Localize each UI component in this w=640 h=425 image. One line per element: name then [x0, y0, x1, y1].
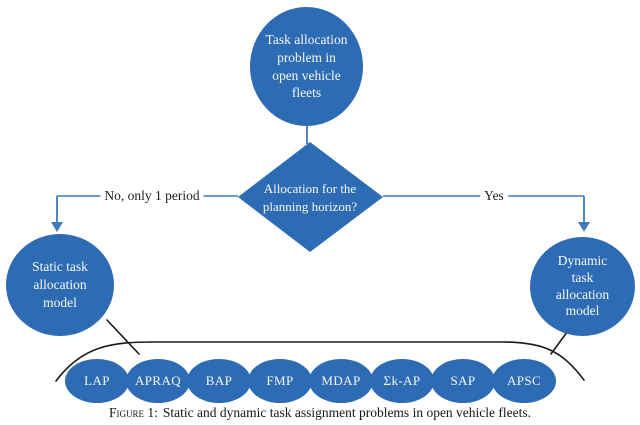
node-decision-line1: Allocation for the: [263, 181, 357, 196]
ellipse-bap: BAP: [187, 359, 251, 403]
node-root-line3: open vehicle: [272, 67, 341, 83]
edge-yes-arrowhead-icon: [578, 222, 590, 232]
ellipse-sap: SAP: [431, 359, 495, 403]
ellipse-apraq: APRAQ: [126, 359, 190, 403]
ellipse-apsc: APSC: [492, 359, 556, 403]
node-static-line1: Static task: [32, 259, 88, 275]
figure-caption-prefix: Figure 1:: [108, 405, 158, 420]
ellipse-fmp: FMP: [248, 359, 312, 403]
ellipse-mdap: MDAP: [309, 359, 373, 403]
node-decision-label: Allocation for the planning horizon?: [245, 180, 375, 215]
node-root-line2: problem in: [277, 49, 336, 65]
node-root-line4: fleets: [291, 85, 322, 101]
edge-no-arrowhead-icon: [51, 222, 63, 232]
node-static-line3: model: [43, 294, 77, 310]
brace-left-tick: [106, 319, 140, 355]
figure-caption-text: Static and dynamic task assignment probl…: [162, 405, 532, 420]
node-dynamic-line1: Dynamic: [557, 252, 608, 268]
ellipse-lap: LAP: [65, 359, 129, 403]
node-static-line2: allocation: [33, 277, 87, 293]
ellipse-sigma-k-ap: Σk-AP: [370, 359, 434, 403]
node-dynamic-circle: Dynamic task allocation model: [530, 237, 635, 336]
node-static-circle: Static task allocation model: [6, 234, 114, 336]
figure-caption: Figure 1: Static and dynamic task assignm…: [0, 405, 640, 421]
node-root-label: Task allocation problem in open vehicle …: [266, 31, 348, 102]
brace-curve: [55, 341, 585, 382]
problem-ellipse-chain: LAP APRAQ BAP FMP MDAP Σk-AP SAP APSC: [65, 359, 556, 403]
decision-diamond-shape: [238, 142, 383, 252]
node-dynamic-line3: allocation: [555, 286, 610, 302]
node-dynamic-line2: task: [571, 269, 594, 285]
node-root-circle: Task allocation problem in open vehicle …: [250, 7, 363, 126]
node-decision-line2: planning horizon?: [262, 198, 358, 214]
node-dynamic-label: Dynamic task allocation model: [556, 253, 609, 321]
edge-no-label: No, only 1 period: [100, 188, 204, 204]
node-static-label: Static task allocation model: [32, 258, 88, 311]
node-root-line1: Task allocation: [265, 31, 348, 47]
node-dynamic-line4: model: [565, 303, 600, 319]
edge-yes-label: Yes: [480, 188, 508, 204]
